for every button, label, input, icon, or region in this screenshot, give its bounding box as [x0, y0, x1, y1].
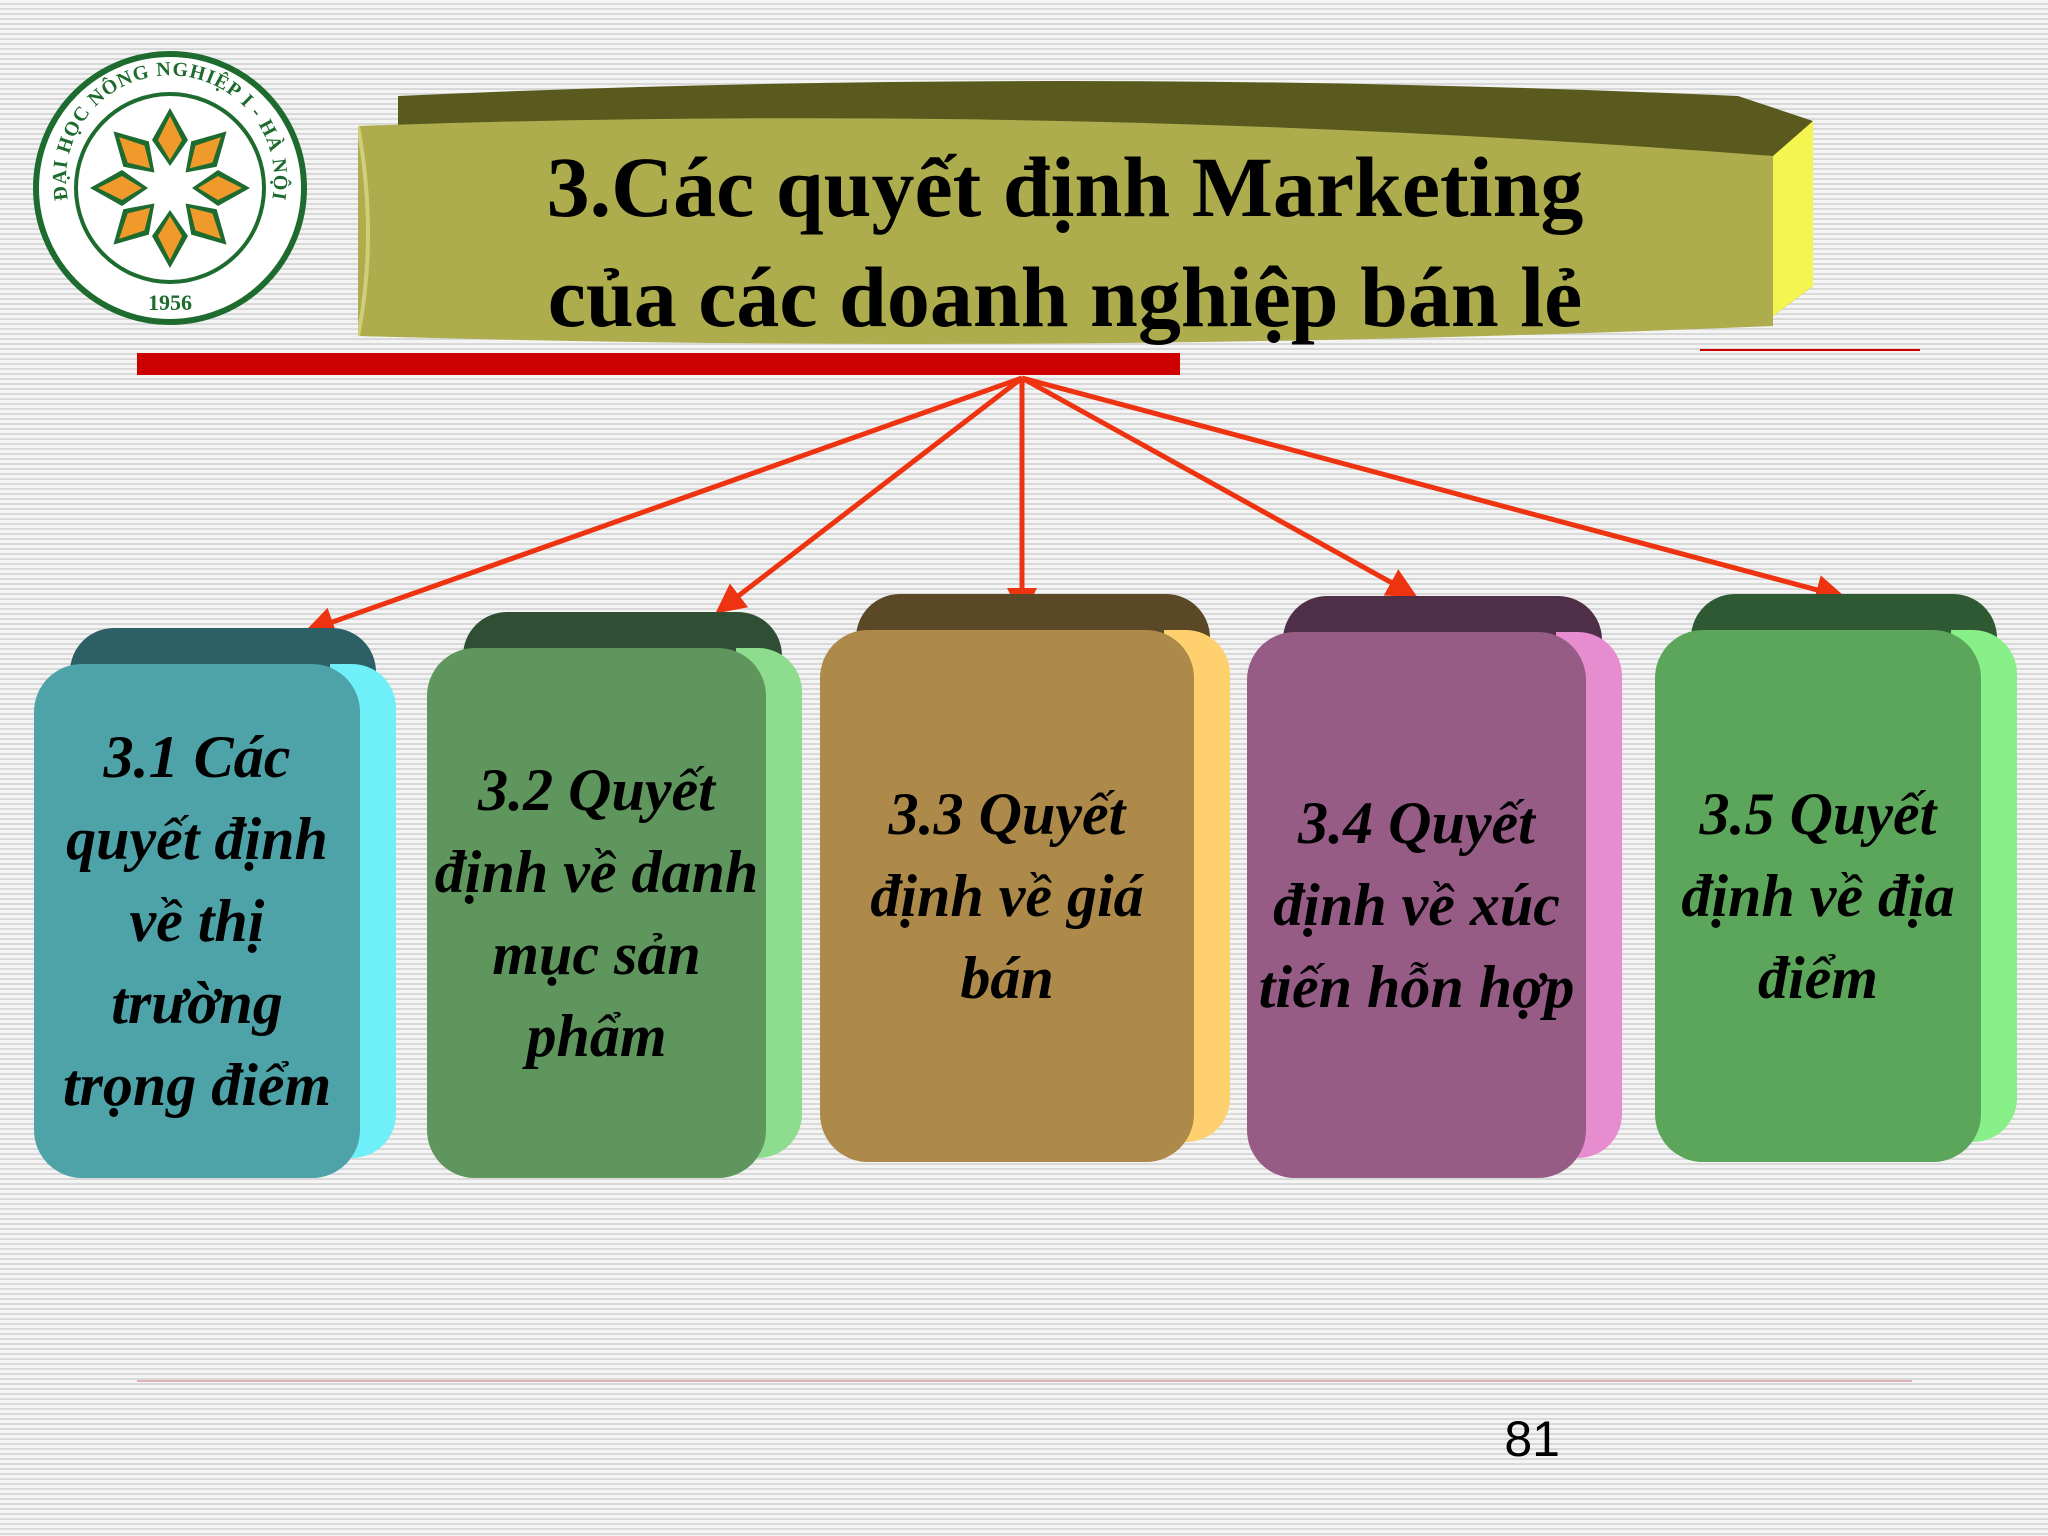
box-3-label: 3.3 Quyết định về giá bán [870, 781, 1144, 1011]
box-5-label: 3.5 Quyết định về địa điểm [1681, 781, 1955, 1011]
box-4-front: 3.4 Quyết định về xúc tiến hỗn hợp [1247, 632, 1586, 1178]
title-box [358, 81, 1813, 344]
title-line-1: 3.Các quyết định Marketing [546, 139, 1584, 235]
title-line-2: của các doanh nghiệp bán lẻ [547, 249, 1583, 345]
box-market-decisions: 3.1 Các quyết định về thị trường trọng đ… [34, 628, 396, 1178]
title-underline-line [1700, 349, 1920, 351]
box-1-label: 3.1 Các quyết định về thị trường trọng đ… [62, 724, 332, 1118]
box-5-front: 3.5 Quyết định về địa điểm [1655, 630, 1981, 1162]
box-1-front: 3.1 Các quyết định về thị trường trọng đ… [34, 664, 360, 1178]
arrow-to-box-5 [1021, 375, 1846, 605]
footer-rule [137, 1380, 1912, 1382]
arrow-to-box-1 [304, 375, 1023, 637]
logo-petal [152, 210, 188, 268]
title-underline-bar [137, 353, 1180, 375]
box-product-assortment-decisions: 3.2 Quyết định về danh mục sản phẩm [427, 612, 802, 1178]
page-number: 81 [1504, 1411, 1560, 1467]
logo-year: 1956 [148, 290, 192, 315]
box-location-decisions: 3.5 Quyết định về địa điểm [1655, 594, 2017, 1162]
box-2-label: 3.2 Quyết định về danh mục sản phẩm [434, 757, 759, 1069]
arrow-to-box-4 [1020, 375, 1418, 597]
university-logo: ĐẠI HỌC NÔNG NGHIỆP I - HÀ NỘI 1956 [33, 51, 307, 325]
box-2-front: 3.2 Quyết định về danh mục sản phẩm [427, 648, 766, 1178]
logo-petal [192, 170, 250, 206]
slide-title: 3.Các quyết định Marketing của các doanh… [400, 132, 1730, 352]
logo-petal [185, 203, 227, 245]
logo-petal [185, 131, 227, 173]
box-pricing-decisions: 3.3 Quyết định về giá bán [820, 594, 1230, 1162]
arrow-to-box-2 [715, 376, 1024, 614]
box-promotion-decisions: 3.4 Quyết định về xúc tiến hỗn hợp [1247, 596, 1622, 1178]
box-3-front: 3.3 Quyết định về giá bán [820, 630, 1194, 1162]
logo-petal [90, 170, 148, 206]
logo-petal [113, 131, 155, 173]
logo-petal [113, 203, 155, 245]
logo-petal [152, 108, 188, 166]
box-4-label: 3.4 Quyết định về xúc tiến hỗn hợp [1258, 790, 1575, 1020]
